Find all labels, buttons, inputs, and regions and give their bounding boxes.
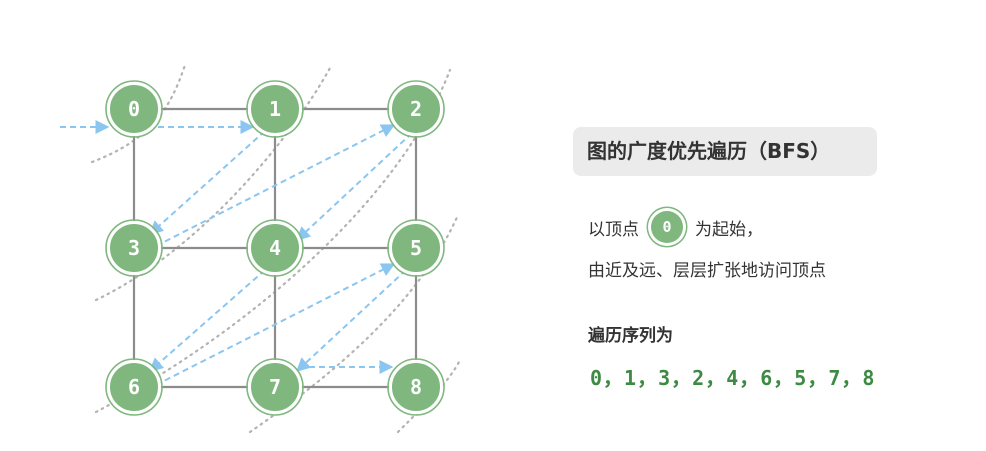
start-prefix: 以顶点 — [588, 219, 639, 240]
vertex-4: 4 — [246, 219, 304, 277]
bfs-graph: 0 1 2 3 4 5 6 7 8 — [60, 63, 462, 434]
vertex-label: 7 — [269, 375, 281, 399]
vertex-0: 0 — [105, 80, 163, 138]
vertex-3: 3 — [105, 219, 163, 277]
diagram-title: 图的广度优先遍历（BFS） — [573, 127, 877, 176]
vertex-circle — [389, 221, 443, 275]
vertex-label: 6 — [128, 375, 140, 399]
vertex-ring — [246, 80, 304, 138]
vertex-5: 5 — [387, 219, 445, 277]
sequence-item: 3 — [658, 366, 672, 390]
graph-nodes: 0 1 2 3 4 5 6 7 8 — [105, 80, 445, 416]
sequence-separator: ， — [671, 366, 693, 390]
vertex-ring — [105, 80, 163, 138]
traversal-arrow-2-4 — [295, 132, 413, 241]
sequence-item: 1 — [624, 366, 638, 390]
vertex-2: 2 — [387, 80, 445, 138]
vertex-ring — [105, 358, 163, 416]
vertex-ring — [387, 80, 445, 138]
description-line-2: 由近及远、层层扩张地访问顶点 — [588, 261, 826, 281]
traversal-arrow-4-6 — [148, 269, 266, 372]
vertex-label: 1 — [269, 97, 281, 121]
vertex-label: 0 — [128, 97, 140, 121]
vertex-circle — [107, 360, 161, 414]
vertex-label: 8 — [410, 375, 422, 399]
sequence-item: 6 — [760, 366, 774, 390]
sequence-heading: 遍历序列为 — [588, 326, 673, 346]
traversal-arrow-5-7 — [295, 269, 407, 372]
vertex-7: 7 — [246, 358, 304, 416]
vertex-circle — [389, 360, 443, 414]
vertex-ring — [246, 358, 304, 416]
start-vertex-badge: 0 — [651, 211, 683, 243]
sequence-separator: ， — [841, 366, 863, 390]
description-line-1: 以顶点 0 为起始， — [588, 211, 763, 243]
sequence-separator: ， — [739, 366, 761, 390]
vertex-1: 1 — [246, 80, 304, 138]
vertex-circle — [248, 82, 302, 136]
sequence-separator: ， — [637, 366, 659, 390]
sequence-separator: ， — [807, 366, 829, 390]
sequence-item: 5 — [794, 366, 808, 390]
sequence-separator: ， — [603, 366, 625, 390]
vertex-ring — [387, 358, 445, 416]
traversal-arrow-6-5 — [155, 263, 396, 386]
sequence-item: 0 — [590, 366, 604, 390]
traversal-arrow-3-2 — [155, 124, 396, 247]
vertex-circle — [107, 82, 161, 136]
vertex-circle — [389, 82, 443, 136]
traversal-arrow-1-3 — [148, 130, 266, 235]
sequence-item: 8 — [862, 366, 876, 390]
layer-arc-0 — [90, 63, 187, 164]
vertex-8: 8 — [387, 358, 445, 416]
vertex-circle — [248, 360, 302, 414]
sequence-separator: ， — [773, 366, 795, 390]
start-suffix: 为起始， — [695, 219, 763, 240]
vertex-label: 5 — [410, 236, 422, 260]
vertex-ring — [105, 219, 163, 277]
vertex-label: 4 — [269, 236, 281, 260]
vertex-ring — [246, 219, 304, 277]
traversal-sequence: 0，1，3，2，4，6，5，7，8 — [590, 362, 875, 391]
vertex-label: 2 — [410, 97, 422, 121]
vertex-ring — [387, 219, 445, 277]
traversal-arrows — [60, 120, 413, 386]
sequence-item: 7 — [828, 366, 842, 390]
vertex-circle — [248, 221, 302, 275]
vertex-circle — [107, 221, 161, 275]
sequence-item: 4 — [726, 366, 740, 390]
vertex-6: 6 — [105, 358, 163, 416]
layer-arc-4 — [396, 358, 462, 434]
sequence-separator: ， — [705, 366, 727, 390]
sequence-item: 2 — [692, 366, 706, 390]
layer-arc-1 — [94, 66, 332, 302]
vertex-label: 3 — [128, 236, 140, 260]
